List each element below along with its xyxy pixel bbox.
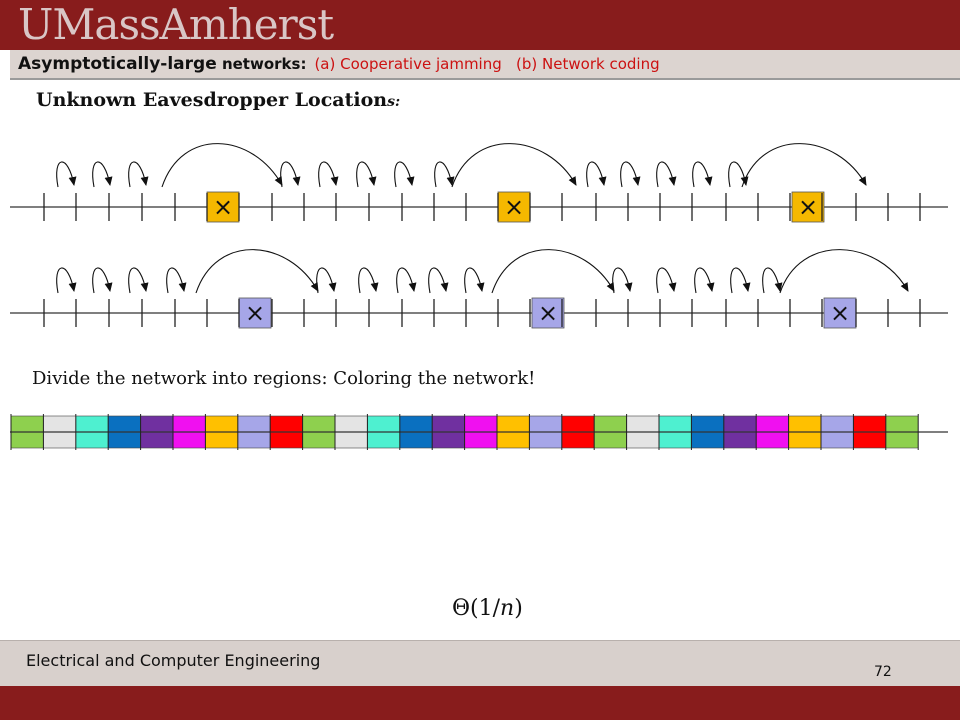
formula-suffix: ) (514, 596, 523, 621)
relay-arrow (166, 267, 187, 294)
relay-arrow (428, 267, 449, 294)
relay-arrow (730, 267, 751, 294)
jammer-box (791, 191, 825, 223)
relay-arrow (92, 267, 113, 294)
title-bold: Asymptotically-large (18, 54, 217, 74)
jammer-box (238, 297, 272, 329)
relay-arrow (56, 267, 77, 294)
relay-arrow (316, 267, 337, 294)
relay-arrow (128, 161, 149, 188)
coloring-caption: Divide the network into regions: Colorin… (32, 368, 536, 389)
relay-arrow (612, 267, 633, 294)
relay-arrow (56, 161, 77, 188)
eavesdropper-x-icon: × (245, 299, 265, 327)
footer-bar (0, 640, 960, 687)
title-strip (10, 50, 960, 80)
page-number: 72 (874, 664, 892, 680)
slide-title: Asymptotically-large networks: (a) Cooper… (18, 53, 660, 75)
relay-arrow (396, 267, 417, 294)
footer-department: Electrical and Computer Engineering (26, 651, 321, 670)
relay-arrow (762, 267, 783, 294)
relay-arrow (464, 267, 485, 294)
eavesdropper-x-icon: × (504, 193, 524, 221)
relay-long-arrow (161, 143, 283, 188)
relay-arrow (728, 161, 749, 188)
relay-long-arrow (491, 249, 615, 294)
top-brand-band (0, 0, 960, 50)
eavesdropper-x-icon: × (830, 299, 850, 327)
title-options: (a) Cooperative jamming (b) Network codi… (314, 55, 660, 73)
jammer-box (531, 297, 565, 329)
eavesdropper-x-icon: × (538, 299, 558, 327)
relay-arrow (434, 161, 455, 188)
title-networks: networks: (216, 55, 307, 73)
relay-arrow (358, 267, 379, 294)
relay-arrow (692, 161, 713, 188)
relay-arrow (356, 161, 377, 188)
relay-arrow (280, 161, 301, 188)
relay-arrow (656, 161, 677, 188)
relay-arrow (128, 267, 149, 294)
relay-long-arrow (741, 143, 867, 188)
relay-long-arrow (779, 249, 909, 294)
eavesdropper-x-icon: × (798, 193, 818, 221)
complexity-formula: Θ(1/n) (452, 596, 523, 621)
network-row-jamming-2: × × × (10, 249, 948, 329)
section-heading-suffix: s: (387, 94, 401, 110)
relay-arrow (92, 161, 113, 188)
umass-logo: UMassAmherst (18, 0, 334, 49)
relay-long-arrow (195, 249, 319, 294)
formula-prefix: Θ(1/ (452, 596, 501, 621)
bottom-brand-band (0, 686, 960, 720)
section-heading: Unknown Eavesdropper Locations: (36, 89, 400, 111)
relay-arrow (694, 267, 715, 294)
relay-arrow (394, 161, 415, 188)
relay-arrow (656, 267, 677, 294)
section-heading-main: Unknown Eavesdropper Location (36, 89, 388, 111)
network-row-jamming-1: × × × (10, 143, 948, 223)
relay-arrow (620, 161, 641, 188)
formula-variable: n (500, 596, 515, 621)
colored-network-row (10, 414, 948, 450)
eavesdropper-x-icon: × (213, 193, 233, 221)
relay-arrow (586, 161, 607, 188)
jammer-box (823, 297, 857, 329)
relay-long-arrow (451, 143, 577, 188)
relay-arrow (318, 161, 339, 188)
